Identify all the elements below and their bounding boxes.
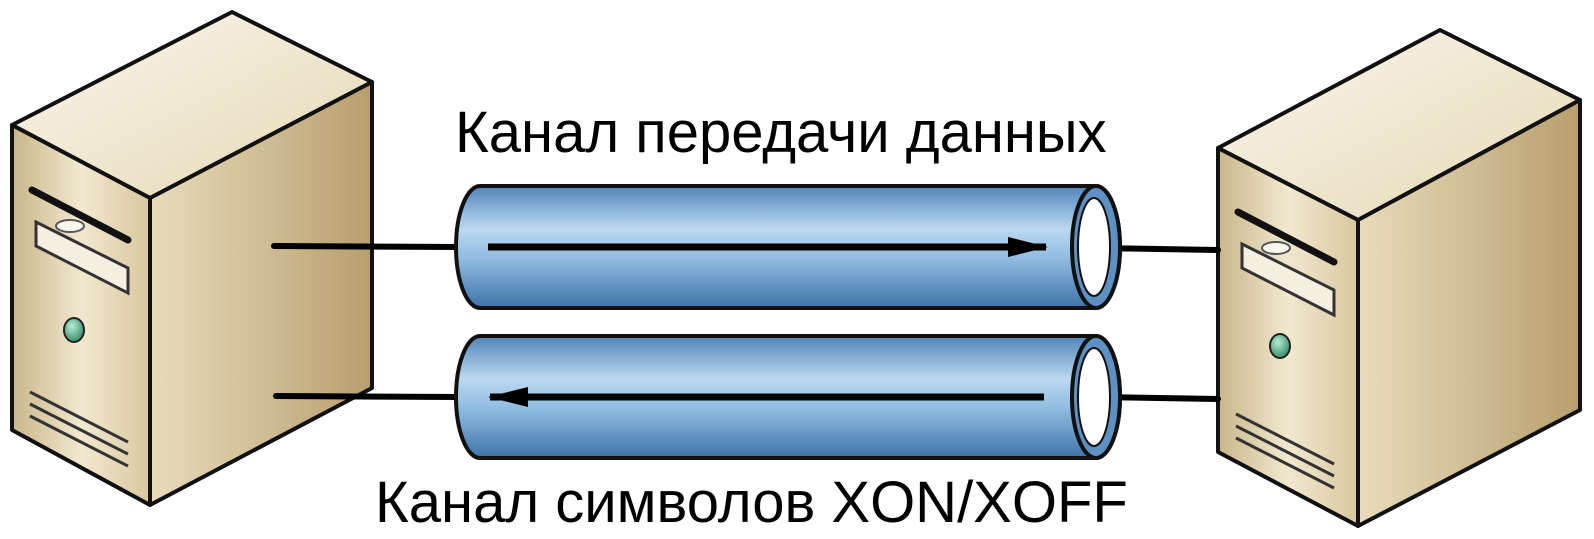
right-server-vent [1235,412,1335,490]
data-channel-label: Канал передачи данных [455,100,1107,165]
left-server-led-icon [63,317,85,343]
left-server-side [148,80,374,507]
left-server-drive-slot [28,186,132,244]
right-server-icon [1216,28,1582,528]
left-bottom-cable [273,393,465,400]
right-server-side [1356,98,1582,528]
left-top-cable [271,243,465,250]
left-server-icon [10,10,374,507]
left-server-drive-bay [34,219,130,296]
right-server-drive-slot [1234,208,1338,266]
right-server-drive-button [1261,241,1291,255]
data-channel-pipe-icon [454,184,1122,310]
right-server-led-icon [1269,333,1291,359]
xon-xoff-channel-label: Канал символов XON/XOFF [375,470,1128,535]
left-server-drive-button [55,219,85,233]
left-server-vent [29,390,129,468]
xon-xoff-channel-pipe-icon [454,334,1122,460]
right-server-drive-bay [1240,241,1336,318]
